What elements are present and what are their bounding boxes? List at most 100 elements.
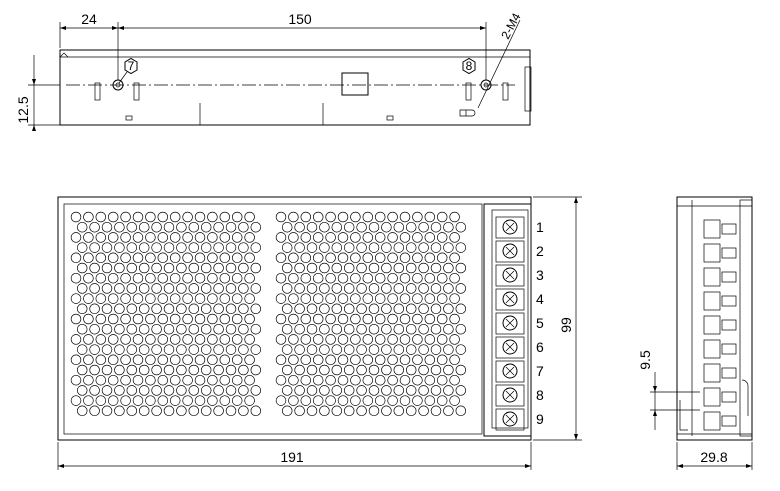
vent-hole bbox=[387, 313, 398, 325]
vent-hole bbox=[151, 221, 162, 233]
vent-hole bbox=[294, 283, 305, 294]
vent-hole bbox=[157, 334, 169, 345]
vent-hole bbox=[120, 272, 131, 284]
vent-hole bbox=[169, 313, 181, 325]
vent-hole bbox=[244, 395, 255, 406]
vent-hole bbox=[126, 323, 138, 335]
vent-hole bbox=[443, 405, 454, 417]
vent-hole bbox=[83, 395, 94, 406]
vent-hole bbox=[430, 242, 442, 253]
vent-hole bbox=[207, 252, 218, 264]
vent-hole bbox=[368, 344, 380, 355]
vent-hole bbox=[337, 313, 349, 325]
vent-hole bbox=[231, 293, 243, 304]
vent-hole bbox=[207, 334, 218, 345]
vent-hole bbox=[138, 344, 150, 355]
terminal-label: 3 bbox=[536, 267, 544, 283]
end-terminal-clamp bbox=[721, 247, 737, 259]
vent-hole bbox=[393, 323, 405, 335]
vent-hole bbox=[194, 293, 206, 304]
vent-hole bbox=[70, 313, 82, 325]
vent-hole bbox=[436, 252, 448, 264]
vent-hole bbox=[418, 242, 429, 253]
vent-hole bbox=[244, 354, 255, 366]
vent-hole bbox=[281, 262, 293, 274]
vent-hole bbox=[449, 272, 460, 284]
vent-hole bbox=[381, 323, 392, 335]
vent-hole bbox=[418, 303, 429, 315]
vent-hole bbox=[387, 272, 398, 284]
vent-hole bbox=[381, 221, 392, 233]
vent-hole bbox=[89, 221, 100, 233]
vent-hole bbox=[76, 262, 88, 274]
vent-hole bbox=[163, 262, 175, 274]
vent-hole bbox=[424, 211, 436, 223]
vent-hole bbox=[120, 395, 131, 406]
vent-hole bbox=[405, 344, 417, 355]
vent-hole bbox=[157, 293, 169, 304]
vent-hole bbox=[412, 334, 423, 345]
end-terminal-cell bbox=[703, 411, 721, 431]
vent-hole bbox=[331, 242, 343, 253]
vent-hole bbox=[387, 293, 398, 304]
vent-hole bbox=[393, 221, 405, 233]
vent-hole bbox=[231, 334, 243, 345]
vent-hole bbox=[138, 262, 150, 274]
vent-hole bbox=[163, 303, 175, 315]
vent-hole bbox=[405, 303, 417, 315]
vent-hole bbox=[219, 374, 231, 386]
vent-hole bbox=[405, 242, 417, 253]
vent-hole bbox=[231, 211, 243, 223]
vent-hole bbox=[337, 232, 349, 243]
vent-hole bbox=[238, 283, 249, 294]
vent-hole bbox=[126, 262, 138, 274]
callout-left-label: 7 bbox=[128, 59, 135, 73]
vent-hole bbox=[219, 334, 231, 345]
vent-hole bbox=[83, 272, 94, 284]
vent-hole bbox=[319, 323, 330, 335]
vent-hole bbox=[343, 242, 355, 253]
vent-hole bbox=[225, 283, 237, 294]
terminal-label: 2 bbox=[536, 243, 544, 259]
vent-hole bbox=[231, 272, 243, 284]
vent-hole bbox=[207, 232, 218, 243]
vent-hole bbox=[325, 232, 336, 243]
vent-hole bbox=[337, 272, 349, 284]
vent-hole bbox=[300, 232, 312, 243]
vent-hole bbox=[424, 334, 436, 345]
vent-hole bbox=[412, 313, 423, 325]
vent-hole bbox=[120, 252, 131, 264]
vent-hole bbox=[387, 252, 398, 264]
vent-hole bbox=[176, 221, 187, 233]
vent-hole bbox=[95, 395, 107, 406]
vent-hole bbox=[83, 334, 94, 345]
vent-hole bbox=[176, 344, 187, 355]
vent-hole bbox=[275, 313, 287, 325]
perforation-area-right bbox=[275, 211, 467, 417]
vent-hole bbox=[436, 232, 448, 243]
vent-hole bbox=[132, 313, 144, 325]
vent-hole bbox=[288, 354, 299, 366]
terminal-label: 1 bbox=[536, 219, 544, 235]
vent-hole bbox=[387, 354, 398, 366]
vent-hole bbox=[83, 232, 94, 243]
terminal-cell bbox=[495, 312, 525, 335]
vent-hole bbox=[188, 385, 200, 396]
vent-hole bbox=[350, 211, 361, 223]
vent-hole bbox=[182, 334, 193, 345]
vent-hole bbox=[231, 395, 243, 406]
vent-hole bbox=[294, 303, 305, 315]
vent-hole bbox=[418, 283, 429, 294]
vent-hole bbox=[132, 395, 144, 406]
vent-hole bbox=[319, 221, 330, 233]
vent-hole bbox=[89, 283, 100, 294]
terminal-screw bbox=[502, 339, 518, 355]
vent-hole bbox=[368, 283, 380, 294]
vent-hole bbox=[219, 293, 231, 304]
vent-hole bbox=[101, 405, 113, 417]
terminal-cell bbox=[495, 336, 525, 359]
vent-hole bbox=[238, 405, 249, 417]
vent-hole bbox=[163, 385, 175, 396]
vent-hole bbox=[157, 252, 169, 264]
end-terminal-cell bbox=[703, 363, 721, 383]
